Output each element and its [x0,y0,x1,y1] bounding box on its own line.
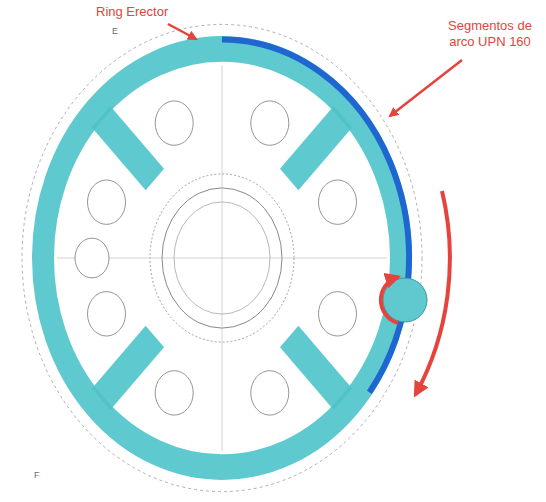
view-mark: F [34,470,40,481]
cylinder [155,371,193,415]
cylinder [319,292,357,336]
leader-arrow [168,24,196,39]
cylinder [88,292,126,336]
arc-segment-upn [222,40,409,393]
part-label: Ring Erector [96,4,168,20]
rotation-arrow [381,277,398,323]
outline-dashed [22,24,422,491]
part-label: Segmentos de arco UPN 160 [440,18,540,49]
spokes [92,106,352,410]
spoke [280,106,352,190]
spoke [92,326,164,410]
spoke [92,106,164,190]
machine-plan [22,24,422,491]
rotation-disk [383,278,427,322]
cylinder [75,238,109,278]
cylinder-group [75,101,357,415]
spoke [280,326,352,410]
cylinder [251,371,289,415]
travel-arrow [415,191,449,395]
cylinder [319,180,357,224]
cylinder [88,180,126,224]
cylinder [155,101,193,145]
view-mark: E [112,26,118,37]
ring-erector [43,49,401,467]
cylinder [251,101,289,145]
leader-arrow [390,60,462,116]
